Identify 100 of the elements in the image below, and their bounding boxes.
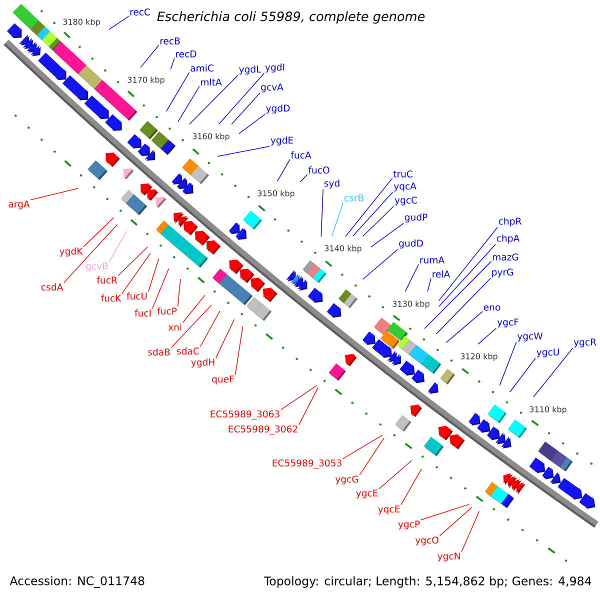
gene-label: fucO (308, 166, 330, 174)
leader-line (362, 248, 398, 280)
leader-line (378, 460, 412, 490)
leader-line (122, 252, 151, 294)
gene-label: rumA (420, 256, 444, 264)
gene-label: sdaC (177, 347, 199, 355)
leader-line (438, 244, 496, 307)
gene-label: EC55989_3053 (272, 459, 342, 469)
gene-label: EC55989_3062 (228, 425, 298, 435)
gene-label: gudD (399, 240, 423, 248)
leader-line (446, 311, 483, 343)
gene-label: mazG (492, 253, 518, 260)
gene-label: syd (324, 180, 340, 188)
title: Escherichia coli 55989, complete genome (157, 11, 425, 24)
gene-label: ygcF (497, 318, 518, 328)
gene-label: csrB (344, 194, 364, 202)
leader-line (478, 328, 497, 345)
gene-label: ygcP (398, 520, 420, 530)
leader-line (177, 278, 181, 307)
leader-line (83, 217, 114, 248)
leader-line (499, 342, 517, 386)
leader-line (298, 387, 318, 426)
leader-line (152, 268, 170, 309)
leader-line (345, 178, 393, 237)
gene-label: csdA (41, 283, 64, 291)
gene-label: fucK (101, 294, 122, 302)
leader-line (438, 226, 498, 302)
leader-line (238, 114, 266, 134)
scale-label: 3120 kbp (460, 353, 498, 361)
leader-line (362, 206, 394, 237)
leader-line (200, 310, 220, 347)
leader-line (166, 72, 190, 112)
leader-line (427, 278, 432, 292)
gene-label: sdaB (148, 348, 170, 356)
gene-label: eno (484, 305, 500, 311)
gene-label: chpR (498, 218, 522, 226)
gene-label: ygdL (239, 66, 262, 74)
leader-line (342, 434, 383, 460)
gene-label: ygdH (191, 358, 214, 368)
leader-line (300, 174, 308, 183)
gene-label: recD (176, 50, 196, 58)
gene-label: yqcE (378, 506, 400, 514)
leader-line (439, 507, 472, 536)
gene-label: ygcC (394, 196, 417, 206)
leader-line (234, 326, 244, 376)
gene-label: ygcW (517, 332, 543, 342)
leader-line (108, 230, 127, 262)
gene-label: recB (160, 38, 180, 44)
leader-line (420, 504, 470, 520)
leader-line (509, 358, 536, 392)
leader-line (352, 192, 394, 237)
gene-label: relA (432, 270, 450, 278)
leader-line (148, 258, 160, 292)
leader-line (404, 264, 420, 292)
leader-line (424, 260, 492, 330)
gene-label: gcvB (86, 262, 108, 272)
gene-label: ygcE (356, 490, 378, 498)
leader-line (280, 385, 317, 410)
scale-label: 3110 kbp (530, 406, 566, 414)
gene-label: chpA (496, 234, 520, 244)
gene-label: fucR (96, 276, 118, 284)
gene-label: mltA (201, 78, 222, 86)
leader-line (170, 58, 175, 70)
leader-line (140, 44, 160, 68)
leader-line (108, 16, 130, 30)
footer-text: Topology: circular; Length: 5,154,862 bp; Genes: 4,984 (264, 576, 592, 588)
leader-line (170, 304, 212, 348)
leader-line (436, 278, 491, 334)
gene-label: ygcR (574, 338, 596, 348)
leader-line (231, 92, 260, 125)
gene-label: ygcU (536, 348, 559, 358)
scale-label: 3170 kbp (128, 76, 164, 84)
gene-label: fucP (157, 307, 177, 315)
gene-label: ygdE (270, 136, 293, 146)
gene-label: ygdD (266, 104, 290, 114)
gene-label: truC (393, 170, 412, 178)
leader-line (370, 222, 404, 248)
leader-line (64, 224, 118, 283)
gene-label: ygdK (60, 248, 83, 256)
gene-label: pyrG (492, 268, 513, 278)
leader-line (320, 188, 324, 238)
leader-line (218, 72, 265, 125)
gene-label: ygcG (335, 476, 358, 484)
leader-line (400, 468, 422, 506)
gene-label: fucI (134, 309, 151, 317)
gene-label: amiC (190, 64, 214, 72)
leader-line (189, 74, 238, 125)
leader-line (30, 188, 79, 200)
scale-label: 3130 kbp (392, 300, 430, 308)
gene-label: xni (168, 323, 182, 331)
gene-label: yqcA (394, 182, 416, 192)
gene-label: recC (130, 8, 150, 16)
leader-line (533, 348, 574, 398)
gene-label: fucU (126, 292, 147, 300)
gene-label: ygcO (415, 536, 438, 546)
gene-label: ygcN (438, 552, 460, 562)
leader-line (331, 202, 344, 237)
leader-line (216, 319, 235, 358)
gene-label: ygdI (265, 64, 284, 72)
scale-label: 3140 kbp (324, 245, 362, 253)
